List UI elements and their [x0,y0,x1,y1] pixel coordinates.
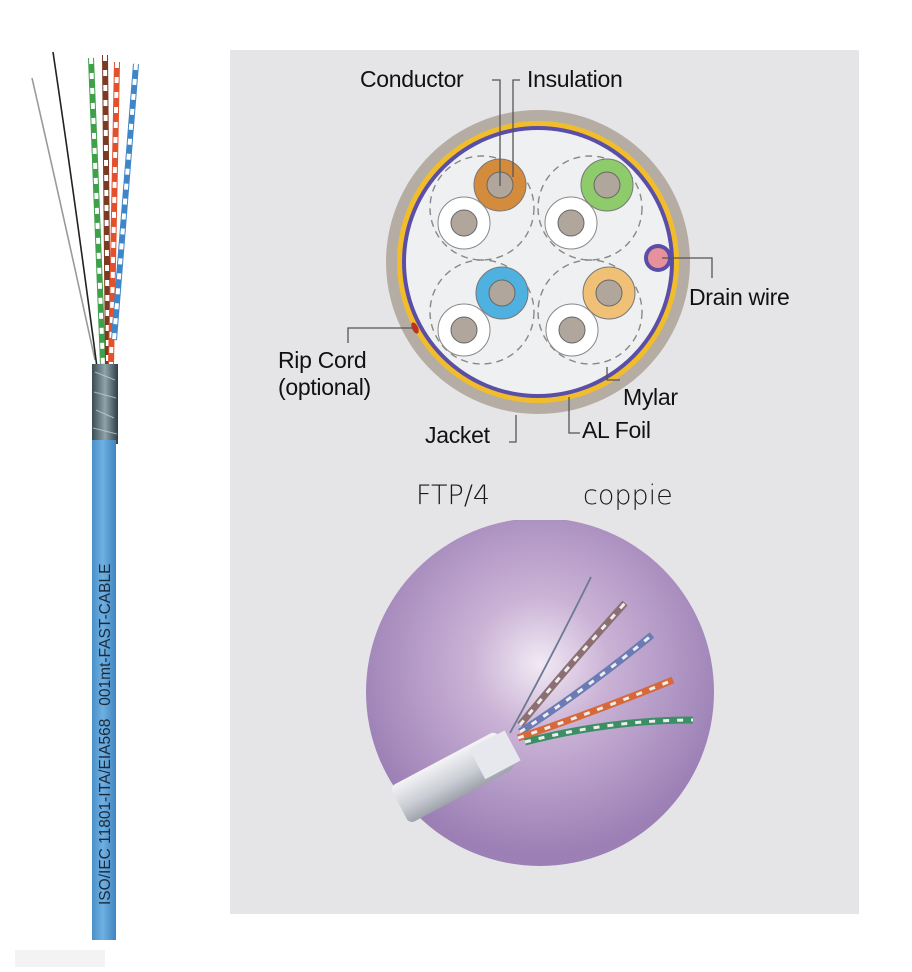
al-foil-leader [568,397,580,434]
cable-pairs-label: coppie [583,480,673,511]
drain-wire-leader [662,257,713,278]
inner-core [406,130,670,394]
drain-wire-gray [31,77,96,361]
mylar-leader [606,367,620,381]
conductor-leader [492,79,501,186]
label-rip-cord-note: (optional) [278,374,371,400]
wire-blue-white [437,303,491,357]
drain-wire [648,248,668,268]
cable-brand-text: 001mt-FAST-CABLE [97,563,114,706]
cable-jacket [92,440,116,940]
conductor [557,209,585,237]
product-photo-illustration [366,518,714,866]
drain-wire-black [52,51,99,376]
cable-standard-text: ISO/IEC 11801-ITA/EIA568 [97,718,114,905]
conductor [558,316,586,344]
label-conductor: Conductor [360,66,464,92]
pair-blue-white-stripe [112,63,138,341]
conductor [595,279,623,307]
jacket-leader [509,415,517,443]
label-jacket: Jacket [425,422,490,448]
conductor [450,316,478,344]
cross-section-svg [347,79,713,443]
wire-orange-white [437,196,491,250]
wire-green [580,158,634,212]
cable-type-label: FTP/4 [416,480,491,511]
insulation-leader [512,79,520,177]
wire-light-orange [582,266,636,320]
cable-cross-section-diagram: Conductor Insulation Drain wire Rip Cord… [230,50,859,450]
cable-illustration [15,51,139,967]
pair-orange-white-stripe [109,61,119,366]
conductor [488,279,516,307]
wire-blue [475,266,529,320]
ftp-cable-product-photo [360,518,720,880]
rip-cord-leader [347,327,413,343]
conductor [593,171,621,199]
pair-green-white-stripe [89,57,105,366]
wire-light-orange-white [545,303,599,357]
label-rip-cord: Rip Cord [278,347,367,373]
conductor-wires [437,158,636,357]
product-drain-wire [509,576,592,734]
conductor [450,209,478,237]
label-al-foil: AL Foil [582,417,651,443]
ftp-cable-photo: ISO/IEC 11801-ITA/EIA568 001mt-FAST-CABL… [0,0,210,967]
pair-brown-white-stripe [103,54,110,366]
label-drain-wire: Drain wire [689,284,790,310]
twisted-pairs [88,54,139,366]
wire-green-white [544,196,598,250]
cable-print-text: ISO/IEC 11801-ITA/EIA568 001mt-FAST-CABL… [97,564,115,905]
rip-cord [411,322,419,334]
product-cable-foil [469,730,521,780]
label-mylar: Mylar [623,384,678,410]
label-insulation: Insulation [527,66,623,92]
